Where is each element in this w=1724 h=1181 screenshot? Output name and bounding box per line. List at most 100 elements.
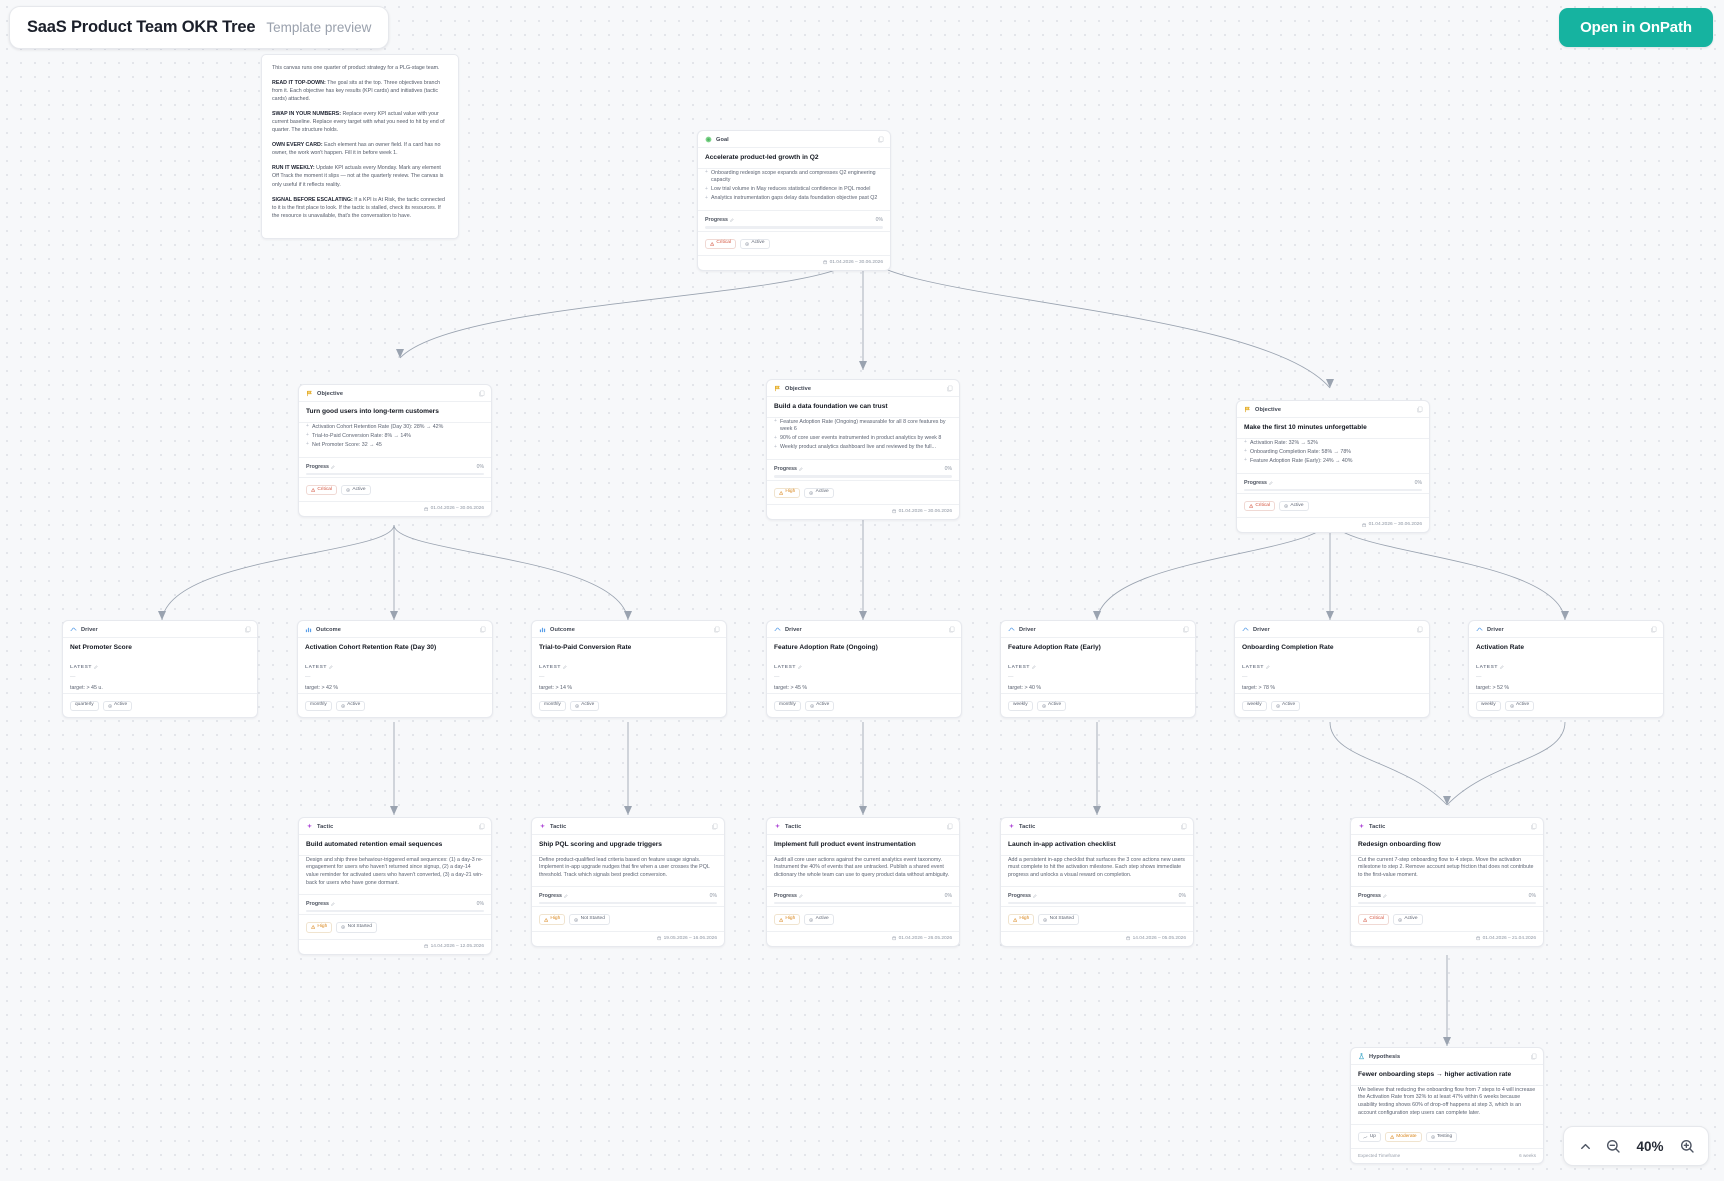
node-description: We believe that reducing the onboarding … xyxy=(1351,1084,1543,1124)
kpi-latest-value[interactable]: — xyxy=(774,673,780,680)
document-title-pill[interactable]: SaaS Product Team OKR Tree Template prev… xyxy=(9,6,390,49)
kpi-latest-value[interactable]: — xyxy=(305,673,311,680)
status-badge[interactable]: weekly xyxy=(1242,700,1267,711)
zoom-in-icon[interactable] xyxy=(1674,1133,1700,1159)
status-badge[interactable]: Active xyxy=(740,238,770,249)
status-badge[interactable]: Critical xyxy=(1244,501,1276,512)
kpi-values: LATEST—target: > 52 % xyxy=(1469,658,1663,693)
status-badge[interactable]: weekly xyxy=(1008,700,1033,711)
status-badge[interactable]: monthly xyxy=(774,700,801,711)
progress-label: Progress xyxy=(774,466,803,472)
status-badge[interactable]: Active xyxy=(1036,700,1067,711)
kpi-latest-value[interactable]: — xyxy=(1476,673,1482,680)
instructions-note-card[interactable]: This canvas runs one quarter of product … xyxy=(261,54,459,239)
progress-bar xyxy=(1244,488,1422,491)
status-badge[interactable]: High xyxy=(1008,914,1035,925)
status-badge[interactable]: Up xyxy=(1358,1131,1381,1143)
zoom-level-value[interactable]: 40% xyxy=(1636,1138,1664,1154)
node-title: Net Promoter Score xyxy=(70,644,132,651)
status-badge[interactable]: Active xyxy=(1270,700,1301,711)
date-range-text: 14.04.2026 – 12.05.2026 xyxy=(430,943,484,949)
status-badge[interactable]: Moderate xyxy=(1384,1131,1422,1143)
status-badge[interactable]: Critical xyxy=(1358,914,1390,925)
status-badge[interactable]: Active xyxy=(804,700,835,711)
flag-icon xyxy=(774,385,781,392)
status-badge[interactable]: Active xyxy=(341,485,371,496)
status-badge[interactable]: High xyxy=(539,914,566,925)
progress-value: 0% xyxy=(1178,893,1186,900)
progress-value: 0% xyxy=(875,217,883,224)
status-badge[interactable]: monthly xyxy=(305,700,332,711)
status-badge[interactable]: High xyxy=(306,922,333,933)
node-title: Trial-to-Paid Conversion Rate xyxy=(539,644,632,651)
badge-row: Critical Active xyxy=(1351,906,1543,930)
status-badge[interactable]: Not Started xyxy=(1038,914,1079,925)
status-badge[interactable]: Testing xyxy=(1425,1131,1458,1143)
status-badge[interactable]: Not Started xyxy=(569,914,610,925)
status-badge-label: Active xyxy=(1290,502,1304,508)
progress-bar xyxy=(539,902,717,905)
kpi-values: LATEST—target: > 45 % xyxy=(767,658,961,693)
status-badge[interactable]: quarterly xyxy=(70,700,99,711)
status-badge[interactable]: Active xyxy=(804,914,834,925)
kpi-target-value: target: > 14 % xyxy=(539,684,573,691)
status-badge[interactable]: Active xyxy=(1393,914,1423,925)
status-badge[interactable]: Active xyxy=(1504,700,1535,711)
kpi-target-value: target: > 45 % xyxy=(774,684,808,691)
status-badge[interactable]: Active xyxy=(335,700,366,711)
node-header: Tactic xyxy=(1351,818,1543,835)
status-badge[interactable]: Critical xyxy=(306,485,338,496)
template-preview-label: Template preview xyxy=(266,20,372,35)
kpi-latest-value[interactable]: — xyxy=(70,673,76,680)
status-badge-label: High xyxy=(785,916,796,922)
open-in-onpath-button[interactable]: Open in OnPath xyxy=(1559,8,1713,47)
status-badge[interactable]: Active xyxy=(1279,501,1309,512)
status-badge[interactable]: Critical xyxy=(705,238,737,249)
progress-value: 0% xyxy=(944,893,952,900)
status-badge-label: Critical xyxy=(1369,916,1385,922)
zoom-out-icon[interactable] xyxy=(1600,1133,1626,1159)
node-title: Accelerate product-led growth in Q2 xyxy=(705,154,819,161)
progress-value: 0% xyxy=(709,893,717,900)
status-badge[interactable]: High xyxy=(774,487,801,498)
status-badge[interactable]: Active xyxy=(102,700,133,711)
node-header: Goal xyxy=(698,131,890,148)
status-badge[interactable]: High xyxy=(774,914,801,925)
status-badge[interactable]: Active xyxy=(569,700,600,711)
status-badge[interactable]: Not Started xyxy=(336,922,377,933)
status-badge[interactable]: monthly xyxy=(539,700,566,711)
node-header: Objective xyxy=(1237,401,1429,418)
kpi-latest-value[interactable]: — xyxy=(1242,673,1248,680)
node-bullet-item: 90% of core user events instrumented in … xyxy=(774,435,952,443)
status-badge[interactable]: Active xyxy=(804,487,834,498)
zoom-toolbar[interactable]: 40% xyxy=(1563,1126,1709,1166)
node-bullet-item: Low trial volume in May reduces statisti… xyxy=(705,186,883,194)
chevron-up-icon[interactable] xyxy=(1572,1133,1598,1159)
kpi-latest-value[interactable]: — xyxy=(539,673,545,680)
status-badge[interactable]: weekly xyxy=(1476,700,1501,711)
kpi-latest-value[interactable]: — xyxy=(1008,673,1014,680)
status-badge-label: High xyxy=(785,489,796,495)
